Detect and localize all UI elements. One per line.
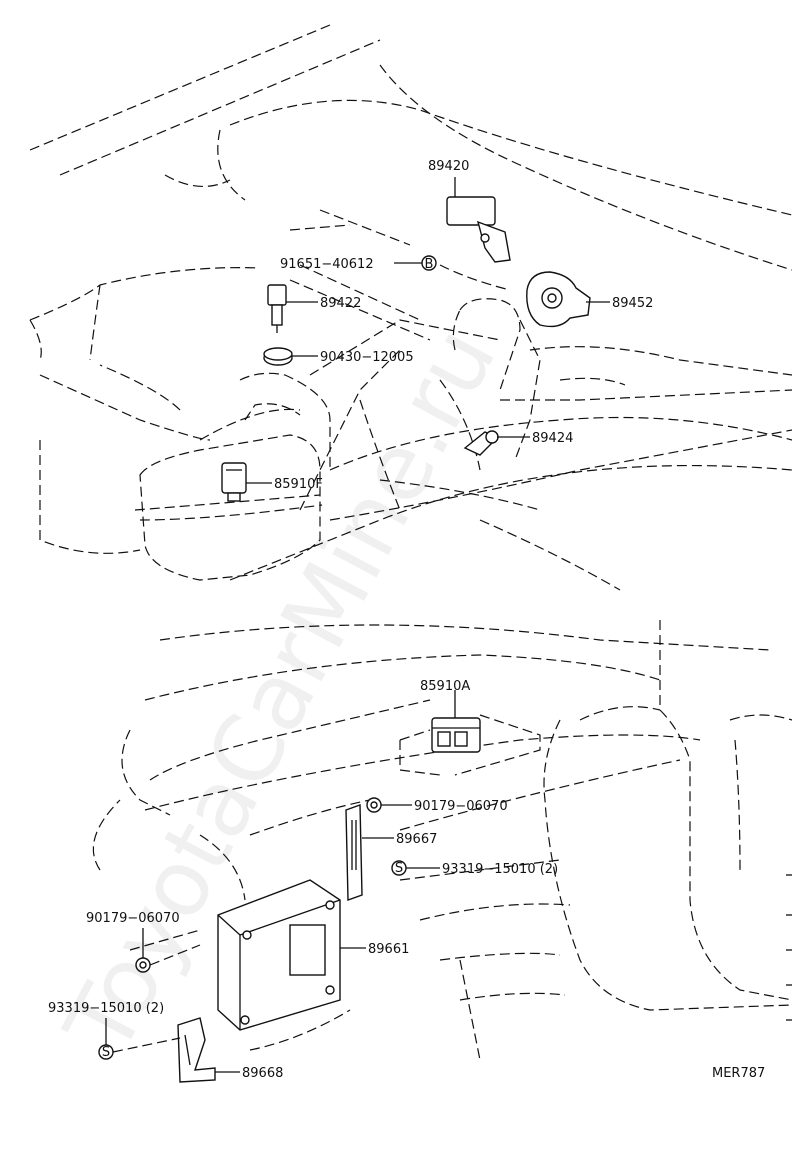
part-89668-bracket[interactable]	[177, 1017, 216, 1083]
symbol-s-circle-upper: S	[391, 860, 407, 876]
label-89422: 89422	[320, 296, 361, 311]
part-89667-bracket[interactable]	[345, 804, 363, 901]
edge-marks	[786, 874, 792, 1021]
part-89661-ecu[interactable]	[217, 879, 341, 1031]
part-89452-sensor[interactable]	[526, 271, 591, 328]
label-90179-06070-upper: 90179−06070	[414, 799, 508, 814]
label-89667: 89667	[396, 832, 437, 847]
reservoir-tank	[134, 434, 323, 581]
part-90430-gasket[interactable]	[263, 347, 293, 366]
label-85910F: 85910F	[274, 477, 323, 492]
leader-lines-bottom	[105, 690, 456, 1073]
part-90179-nut-upper[interactable]	[366, 797, 382, 813]
label-93319-15010-upper: 93319−15010 (2)	[442, 862, 558, 877]
symbol-s-label-upper: S	[395, 861, 403, 876]
label-89661: 89661	[368, 942, 409, 957]
leader-lines-top	[246, 177, 610, 484]
symbol-s-label-lower: S	[102, 1045, 110, 1060]
label-93319-15010-lower: 93319−15010 (2)	[48, 1001, 164, 1016]
symbol-b-circle: B	[421, 255, 437, 272]
part-89424-sensor[interactable]	[463, 430, 499, 456]
diagram-code: MER787	[712, 1066, 765, 1081]
label-89424: 89424	[532, 431, 573, 446]
label-89420: 89420	[428, 159, 469, 174]
part-85910F-connector[interactable]	[221, 462, 247, 502]
label-89668: 89668	[242, 1066, 283, 1081]
part-89420-sensor[interactable]	[446, 196, 511, 263]
part-89422-sensor[interactable]	[267, 284, 287, 333]
engine-bay-outline	[29, 24, 792, 591]
label-90179-06070-lower: 90179−06070	[86, 911, 180, 926]
label-91651-40612: 91651−40612	[280, 257, 374, 272]
label-90430-12005: 90430−12005	[320, 350, 414, 365]
part-85910A-connector[interactable]	[431, 717, 481, 753]
symbol-b-label: B	[425, 257, 434, 272]
label-85910A: 85910A	[420, 679, 470, 694]
label-89452: 89452	[612, 296, 653, 311]
